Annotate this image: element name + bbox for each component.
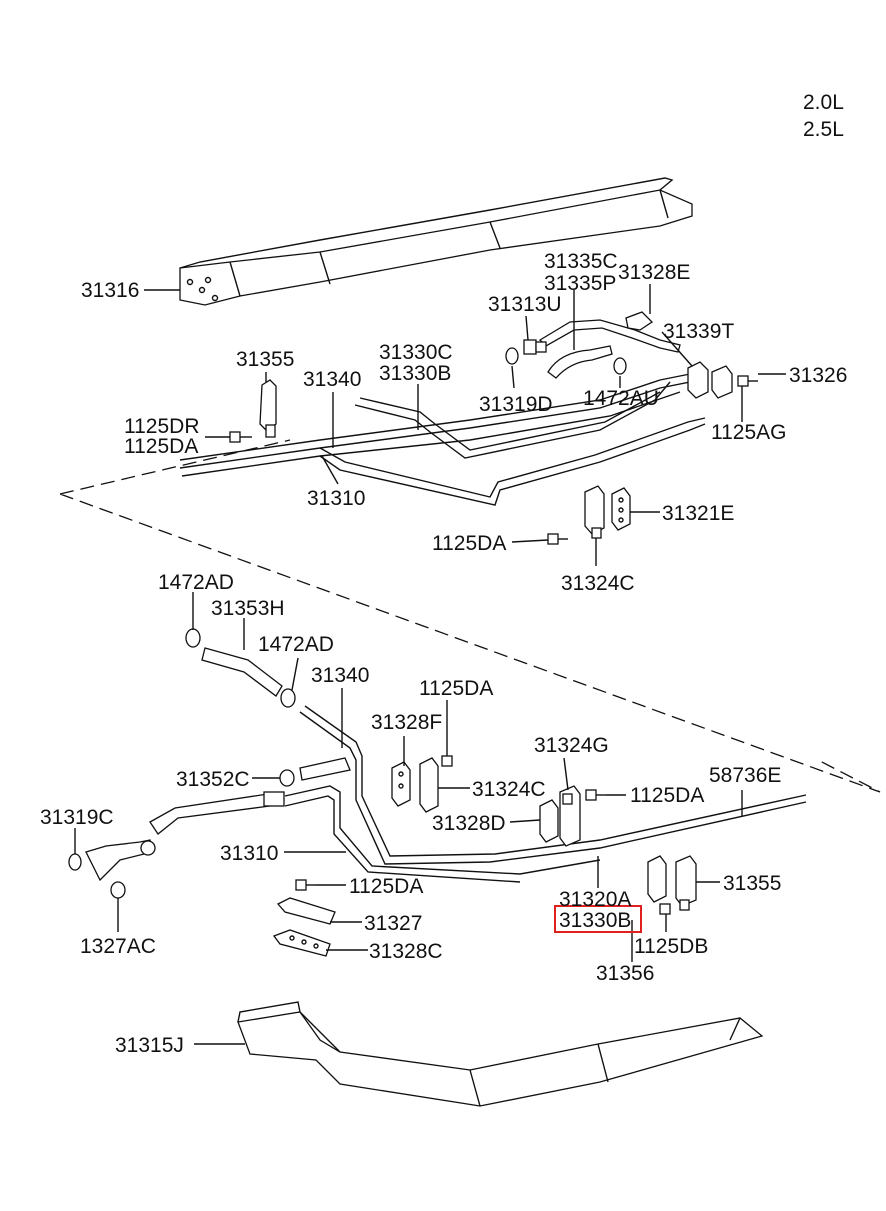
label-31330b-top[interactable]: 31330B [379,362,451,385]
label-31310-top[interactable]: 31310 [307,487,365,510]
label-31330c[interactable]: 31330C [379,341,453,364]
label-31328f[interactable]: 31328F [371,711,442,734]
label-31327[interactable]: 31327 [364,912,422,935]
label-1472ad-a[interactable]: 1472AD [158,571,234,594]
engine-variant-2-0l: 2.0L [803,91,844,114]
clip-31321e [611,487,631,531]
clip-31327 [276,897,336,925]
part-labels: 31316 31335C 31335P 31328E 31313U 31339T… [40,250,847,1057]
label-31328e[interactable]: 31328E [618,261,690,284]
label-31330b-bot[interactable]: 31330B [559,909,631,932]
label-1125db[interactable]: 1125DB [634,935,708,958]
frame-rail-bottom [237,1001,764,1107]
label-31324c-top[interactable]: 31324C [561,572,635,595]
bolt-1125da-e [295,879,316,891]
label-1125dr[interactable]: 1125DR [124,415,200,438]
leader-lines [74,284,786,1045]
label-31355-bot[interactable]: 31355 [723,872,781,895]
label-58736e[interactable]: 58736E [709,764,781,787]
clamp-31319d [505,347,519,365]
label-1125ag[interactable]: 1125AG [711,421,787,444]
clip-31324g [559,785,581,847]
bolt-1125da-c [441,700,453,767]
label-31340-bot[interactable]: 31340 [311,664,369,687]
line-31340-bot [299,705,807,865]
clip-31356 [647,855,667,903]
label-1327ac[interactable]: 1327AC [80,935,156,958]
clamp-1472au [613,357,627,375]
clip-31355-bot [675,855,697,911]
label-31315j[interactable]: 31315J [115,1034,184,1057]
clip-31324c-bot [419,757,439,813]
clip-31328d [539,799,559,843]
label-31320a[interactable]: 31320A [559,888,631,911]
label-31340-top[interactable]: 31340 [303,368,361,391]
label-31352c[interactable]: 31352C [176,768,250,791]
label-31339t[interactable]: 31339T [663,320,734,343]
bolt-1125db [659,903,671,915]
clamp-1472ad-b [280,688,296,708]
label-31355-top[interactable]: 31355 [236,348,294,371]
fitting-31313u [523,339,547,355]
section-boundary [59,439,881,793]
clamp-31352c [279,769,295,787]
clip-31328e [625,311,654,331]
label-31326[interactable]: 31326 [789,364,847,387]
label-31328c[interactable]: 31328C [369,940,443,963]
clip-31355-top [259,379,277,438]
label-1472au[interactable]: 1472AU [583,387,659,410]
bolt-1125dr [229,431,252,443]
label-31328d[interactable]: 31328D [432,812,506,835]
bolt-1125ag [737,375,758,387]
clamp-31319c [68,853,82,871]
clamp-1472ad-a [185,628,201,648]
label-1125da-d[interactable]: 1125DA [630,784,704,807]
clip-31324c-top [584,485,605,539]
label-1125da-e[interactable]: 1125DA [349,875,423,898]
bolt-1125da-d [585,789,606,801]
fitting-31352 [263,791,285,807]
label-31316[interactable]: 31316 [81,279,139,302]
highlight-box [554,905,642,933]
label-31324g[interactable]: 31324G [534,734,609,757]
frame-rail-top [179,177,693,306]
brake-lines-top [179,319,706,506]
label-1125da-c[interactable]: 1125DA [419,677,493,700]
label-31313u[interactable]: 31313U [488,293,562,316]
label-31321e[interactable]: 31321E [662,502,734,525]
label-31335c[interactable]: 31335C [544,250,618,273]
label-31335p[interactable]: 31335P [544,272,616,295]
label-31353h[interactable]: 31353H [211,597,285,620]
bracket-31339t [687,361,733,399]
label-1125da-b[interactable]: 1125DA [432,532,506,555]
hose-31353h [201,647,283,697]
label-1472ad-b[interactable]: 1472AD [258,633,334,656]
label-1125da-a[interactable]: 1125DA [124,435,198,458]
label-31356[interactable]: 31356 [596,962,654,985]
clamp-1327ac [110,881,126,899]
clip-31328f [391,761,411,807]
line-31310-bot [85,757,601,883]
engine-variant-2-5l: 2.5L [803,118,844,141]
label-31319d[interactable]: 31319D [479,393,553,416]
label-31319c[interactable]: 31319C [40,806,114,829]
bolt-1125da-top [547,533,568,545]
clip-31328c [272,929,331,957]
label-31310-bot[interactable]: 31310 [220,842,278,865]
label-31324c-bot[interactable]: 31324C [472,778,546,801]
